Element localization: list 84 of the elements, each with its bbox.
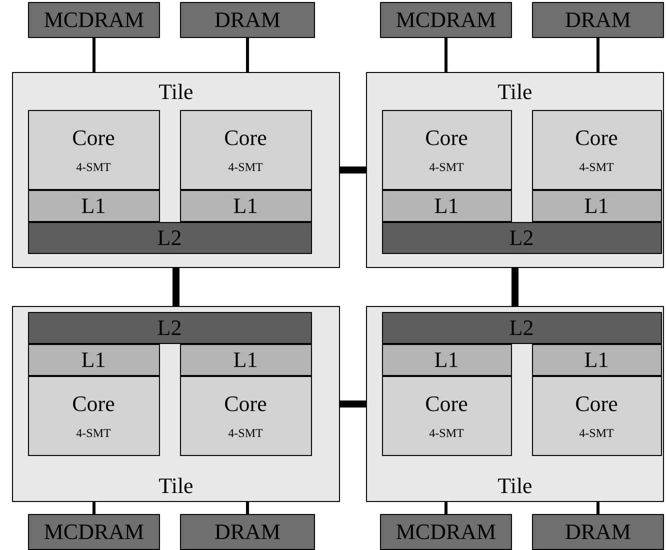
memory-box: [532, 2, 664, 38]
tile-title: Tile: [158, 475, 194, 497]
tile-box: [366, 306, 664, 502]
cache-label: L2: [157, 316, 182, 338]
cache-label: L1: [81, 348, 106, 370]
interconnect-link: [340, 400, 366, 408]
thread-count-label: 4-SMT: [429, 160, 464, 172]
core-label: Core: [575, 126, 618, 148]
cache-box: [28, 190, 160, 222]
cache-label: L2: [509, 316, 534, 338]
memory-box: [28, 2, 160, 38]
thread-count-label: 4-SMT: [228, 426, 263, 438]
thread-count-label: 4-SMT: [76, 160, 111, 172]
connector-line: [246, 38, 249, 72]
memory-label: MCDRAM: [44, 521, 144, 543]
memory-label: MCDRAM: [396, 9, 496, 31]
cache-label: L2: [509, 226, 534, 248]
connector-line: [246, 502, 249, 514]
core-box: [28, 376, 160, 456]
core-label: Core: [425, 392, 468, 414]
cache-box: [382, 190, 512, 222]
connector-line: [596, 38, 600, 72]
connector-line: [92, 38, 96, 72]
tile-box: [12, 306, 340, 502]
cache-box: [382, 344, 512, 376]
core-label: Core: [575, 392, 618, 414]
memory-label: DRAM: [564, 9, 631, 31]
cache-label: L1: [584, 194, 609, 216]
interconnect-link: [512, 268, 518, 306]
core-box: [180, 376, 312, 456]
interconnect-link: [172, 268, 180, 306]
cache-label: L1: [233, 348, 258, 370]
core-label: Core: [224, 126, 267, 148]
tile-title: Tile: [498, 475, 532, 497]
tile-box: [12, 72, 340, 268]
memory-box: [180, 2, 315, 38]
memory-box: [380, 2, 512, 38]
core-label: Core: [224, 392, 267, 414]
cache-label: L1: [233, 194, 258, 216]
cache-box: [28, 344, 160, 376]
core-label: Core: [72, 392, 115, 414]
connector-line: [92, 502, 96, 514]
cache-label: L1: [584, 348, 609, 370]
memory-box: [532, 514, 664, 550]
cache-box: [180, 344, 312, 376]
core-box: [382, 110, 512, 190]
memory-label: DRAM: [564, 521, 631, 543]
cache-box: [382, 222, 662, 254]
memory-label: MCDRAM: [44, 9, 144, 31]
memory-box: [380, 514, 512, 550]
cache-label: L1: [434, 194, 459, 216]
memory-box: [28, 514, 160, 550]
tile-box: [366, 72, 664, 268]
core-box: [382, 376, 512, 456]
core-box: [180, 110, 312, 190]
connector-line: [444, 38, 448, 72]
core-box: [28, 110, 160, 190]
core-label: Core: [72, 126, 115, 148]
cache-label: L2: [157, 226, 182, 248]
core-box: [532, 110, 662, 190]
connector-line: [596, 502, 600, 514]
interconnect-link: [340, 166, 366, 174]
memory-label: DRAM: [214, 521, 280, 543]
thread-count-label: 4-SMT: [228, 160, 263, 172]
connector-line: [444, 502, 448, 514]
cache-box: [28, 312, 312, 344]
cache-box: [382, 312, 662, 344]
cache-label: L1: [81, 194, 106, 216]
cache-label: L1: [434, 348, 459, 370]
thread-count-label: 4-SMT: [579, 426, 614, 438]
tile-title: Tile: [498, 81, 532, 103]
cache-box: [532, 344, 662, 376]
memory-label: DRAM: [214, 9, 280, 31]
thread-count-label: 4-SMT: [579, 160, 614, 172]
core-label: Core: [425, 126, 468, 148]
memory-label: MCDRAM: [396, 521, 496, 543]
cache-box: [532, 190, 662, 222]
memory-box: [180, 514, 315, 550]
cache-box: [180, 190, 312, 222]
tile-title: Tile: [158, 81, 194, 103]
thread-count-label: 4-SMT: [76, 426, 111, 438]
thread-count-label: 4-SMT: [429, 426, 464, 438]
cache-box: [28, 222, 312, 254]
core-box: [532, 376, 662, 456]
